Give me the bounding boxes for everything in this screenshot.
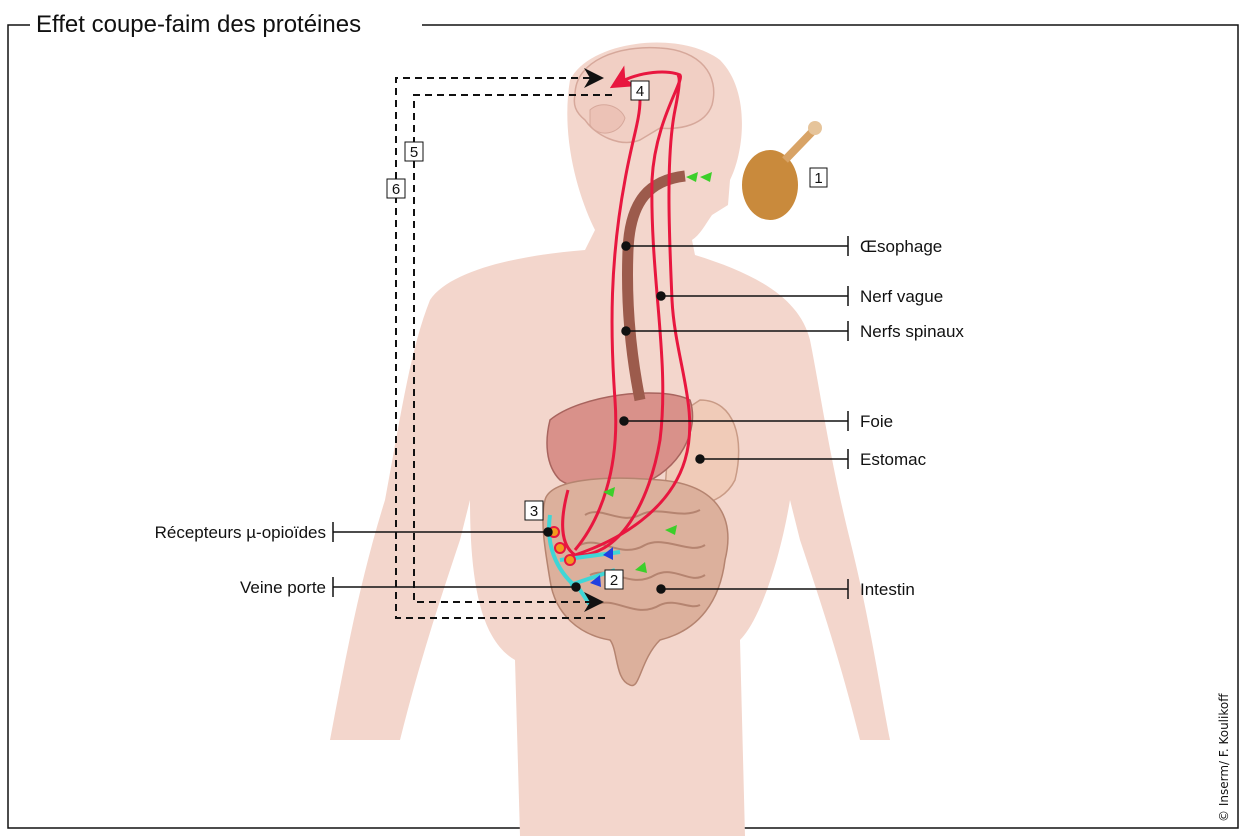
figure-title: Effet coupe-faim des protéines — [36, 11, 361, 38]
step-1: 1 — [814, 170, 822, 187]
label-intestin: Intestin — [860, 580, 915, 599]
blue-arrows — [590, 547, 613, 587]
step-4: 4 — [636, 83, 644, 100]
step-markers: 1 2 3 4 5 6 — [386, 80, 828, 590]
label-oesophage: Œsophage — [860, 237, 942, 256]
label-recepteurs: Récepteurs µ-opioïdes — [155, 523, 326, 542]
label-veine-porte: Veine porte — [240, 578, 326, 597]
label-nerfs-spinaux: Nerfs spinaux — [860, 322, 964, 341]
food-arrows — [603, 172, 712, 573]
step-6: 6 — [392, 181, 400, 198]
label-foie: Foie — [860, 412, 893, 431]
leader-lines — [332, 236, 849, 599]
chicken-leg-icon — [742, 121, 822, 220]
step-3: 3 — [530, 503, 538, 520]
credit: © Inserm/ F. Koulikoff — [1217, 693, 1231, 822]
step-2: 2 — [610, 572, 618, 589]
dashed-pathways — [395, 68, 612, 619]
label-nerf-vague: Nerf vague — [860, 287, 943, 306]
label-estomac: Estomac — [860, 450, 927, 469]
liver — [546, 392, 694, 492]
step-5: 5 — [410, 144, 418, 161]
pathway-5 — [413, 94, 612, 612]
